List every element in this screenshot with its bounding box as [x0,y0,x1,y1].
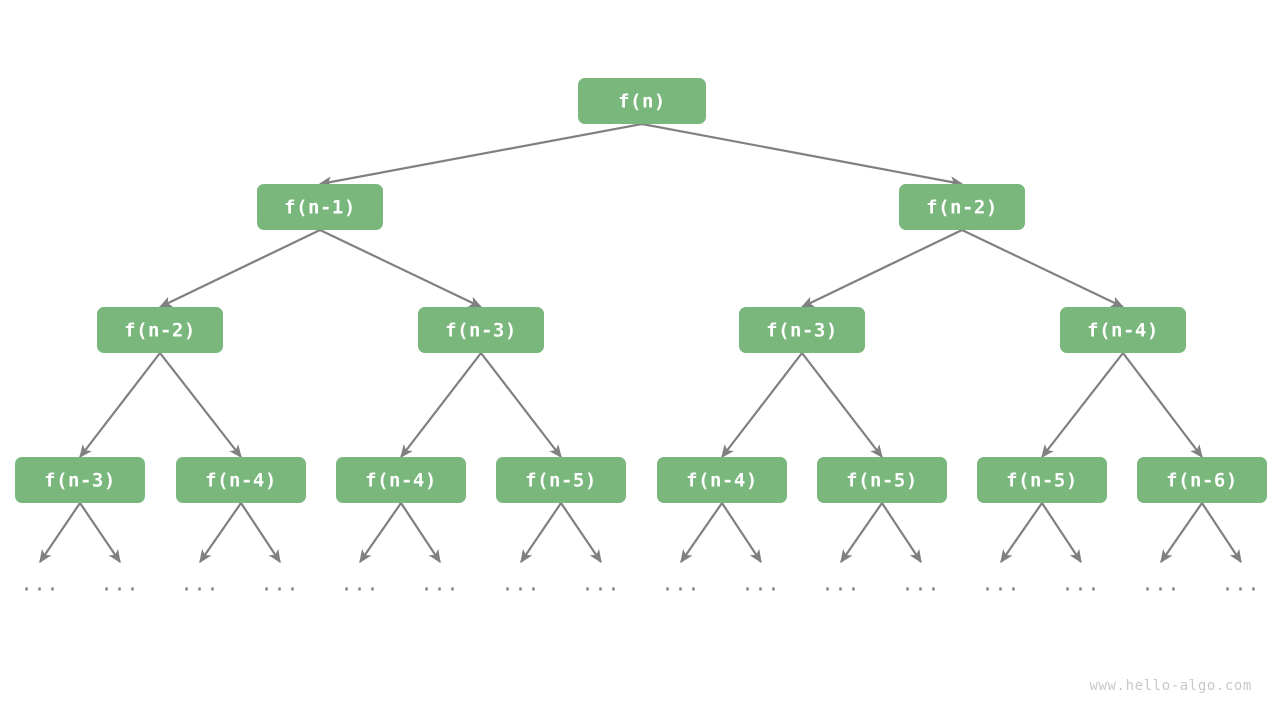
tree-node-label: f(n-5) [1006,470,1078,492]
tree-node[interactable]: f(n-3) [739,307,865,353]
tree-node[interactable]: f(n-4) [176,457,306,503]
tree-edge [159,352,242,459]
tree-node-box[interactable] [418,307,544,353]
tree-node-label: f(n-3) [445,320,517,342]
tree-node[interactable]: f(n-3) [15,457,145,503]
tree-edge [400,352,482,459]
tree-node-label: f(n-3) [766,320,838,342]
tree-edge [641,122,964,188]
tree-edge-stub [1201,502,1242,564]
ellipsis-label: ... [821,572,860,596]
ellipsis-label: ... [420,572,459,596]
nodes-layer: f(n) f(n-1) f(n-2) f(n-2) f(n-3) f(n-3) f(n-4)… [15,78,1267,503]
tree-node-label: f(n-4) [365,470,437,492]
tree-edge-stub [1160,502,1203,564]
tree-edge [480,352,562,459]
tree-edge-stub [199,502,242,564]
ellipsis-label: ... [1141,572,1180,596]
ellipsis-label: ... [741,572,780,596]
tree-edge-stub [39,502,81,564]
tree-node[interactable]: f(n) [578,78,706,124]
tree-node-label: f(n-4) [686,470,758,492]
tree-edge-stub [1041,502,1082,564]
ellipsis-label: ... [981,572,1020,596]
tree-edge-stub [79,502,121,564]
tree-edge-stub [520,502,562,564]
tree-node-label: f(n-5) [525,470,597,492]
tree-edge [961,229,1125,308]
tree-node-box[interactable] [899,184,1025,230]
tree-edge-stub [560,502,602,564]
tree-edge [1122,352,1203,459]
ellipsis-label: ... [20,572,59,596]
tree-node-label: f(n-6) [1166,470,1238,492]
tree-node[interactable]: f(n-2) [97,307,223,353]
ellipsis-layer: ........................................… [20,572,1260,596]
tree-edge-stub [680,502,723,564]
tree-node[interactable]: f(n-1) [257,184,383,230]
tree-node[interactable]: f(n-5) [817,457,947,503]
tree-node-label: f(n) [618,91,666,113]
ellipsis-label: ... [901,572,940,596]
ellipsis-label: ... [581,572,620,596]
tree-edge [801,352,883,459]
ellipsis-label: ... [180,572,219,596]
tree-node-box[interactable] [977,457,1107,503]
tree-node-box[interactable] [176,457,306,503]
tree-edge-stub [840,502,883,564]
tree-node[interactable]: f(n-6) [1137,457,1267,503]
tree-node-box[interactable] [336,457,466,503]
watermark-label: www.hello-algo.com [1089,678,1252,694]
edges-layer [79,122,1203,459]
tree-edge-stub [359,502,402,564]
ellipsis-label: ... [501,572,540,596]
tree-node-box[interactable] [257,184,383,230]
tree-edge-stub [400,502,441,564]
ellipsis-label: ... [1221,572,1260,596]
ellipsis-label: ... [661,572,700,596]
tree-node-label: f(n-1) [284,197,356,219]
tree-edge-stub [240,502,281,564]
tree-node-box[interactable] [578,78,706,124]
tree-edge-stub [1000,502,1043,564]
tree-edge [1041,352,1124,459]
tree-node[interactable]: f(n-2) [899,184,1025,230]
tree-node-box[interactable] [739,307,865,353]
tree-edge-stub [721,502,762,564]
tree-edge-stub [881,502,922,564]
tree-node[interactable]: f(n-4) [336,457,466,503]
leaf-stub-edges-layer [39,502,1242,564]
tree-edge [721,352,803,459]
tree-edge [319,229,483,308]
ellipsis-label: ... [260,572,299,596]
tree-node-box[interactable] [1137,457,1267,503]
tree-node[interactable]: f(n-4) [657,457,787,503]
tree-node-box[interactable] [1060,307,1186,353]
tree-node-label: f(n-4) [205,470,277,492]
ellipsis-label: ... [100,572,139,596]
tree-node-box[interactable] [657,457,787,503]
tree-node[interactable]: f(n-3) [418,307,544,353]
ellipsis-label: ... [340,572,379,596]
tree-edge [800,229,963,308]
tree-edge [318,122,643,188]
tree-node[interactable]: f(n-5) [496,457,626,503]
tree-node-box[interactable] [817,457,947,503]
ellipsis-label: ... [1061,572,1100,596]
tree-edge [158,229,321,308]
tree-edge [79,352,161,459]
tree-node[interactable]: f(n-5) [977,457,1107,503]
tree-node-box[interactable] [15,457,145,503]
tree-node-box[interactable] [97,307,223,353]
tree-node[interactable]: f(n-4) [1060,307,1186,353]
tree-node-label: f(n-2) [124,320,196,342]
tree-node-label: f(n-5) [846,470,918,492]
tree-node-label: f(n-3) [44,470,116,492]
tree-node-box[interactable] [496,457,626,503]
tree-node-label: f(n-4) [1087,320,1159,342]
tree-node-label: f(n-2) [926,197,998,219]
